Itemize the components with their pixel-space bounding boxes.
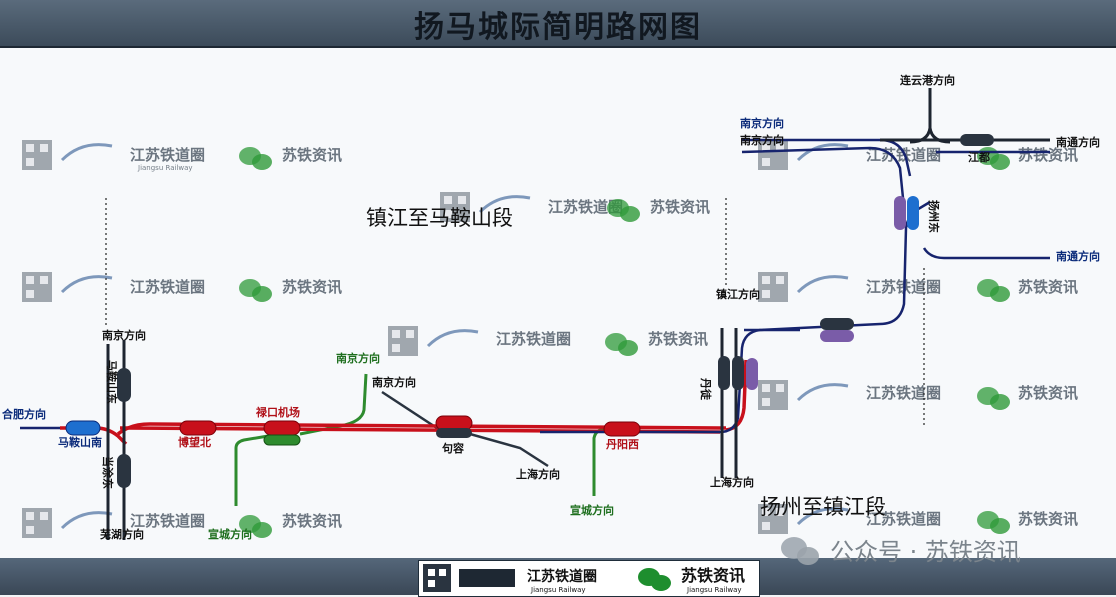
station-yangzhou-east-marker-1 xyxy=(894,196,906,230)
station-bowang-north: 博望北 xyxy=(178,435,211,449)
watermark-wechat-text: 苏铁资讯 xyxy=(282,512,342,530)
watermark-jsrn-text: 江苏铁道圈 xyxy=(866,510,941,528)
page-title: 扬马城际简明路网图 xyxy=(414,10,702,45)
station-bowang-north-marker xyxy=(179,420,217,436)
watermark-wechat-text: 苏铁资讯 xyxy=(1018,384,1078,402)
station-zhenjiang-mid-purple xyxy=(820,330,854,342)
station-yangzhou-east: 扬州东 xyxy=(927,200,941,233)
footer-logo-strip: 江苏铁道圈 Jiangsu Railway 苏铁资讯 Jiangsu Railw… xyxy=(418,560,760,597)
route-map: 江苏铁道圈 Jiangsu Railway 苏铁资讯 江苏铁道圈 苏铁资讯 江苏… xyxy=(0,48,1116,558)
station-lukou-airport: 禄口机场 xyxy=(255,405,300,419)
watermark-jsrn-text: 江苏铁道圈 xyxy=(496,330,571,348)
station-lukou-airport-marker xyxy=(263,420,301,436)
station-dantu-marker-3 xyxy=(746,358,758,390)
station-maanshan-south: 马鞍山南 xyxy=(58,435,102,449)
watermark-wechat-text: 苏铁资讯 xyxy=(648,330,708,348)
direction-xuancheng-1: 宣城方向 xyxy=(208,527,252,541)
station-jiangdu: 江都 xyxy=(968,150,990,164)
station-jiangdu-marker xyxy=(960,134,994,146)
direction-nanjing-ma: 南京方向 xyxy=(102,328,146,342)
footer-jsrn-mark-icon xyxy=(459,569,515,587)
direction-nanjing-top1: 南京方向 xyxy=(740,116,784,130)
direction-nantong-mid: 南通方向 xyxy=(1056,249,1100,263)
station-jurong-marker xyxy=(435,415,473,431)
watermark-wechat-text: 苏铁资讯 xyxy=(1018,510,1078,528)
station-lukou-airport-green-marker xyxy=(263,434,301,446)
watermark-wechat-text: 苏铁资讯 xyxy=(650,198,710,216)
footer-jsrn-sub: Jiangsu Railway xyxy=(530,586,586,594)
station-maanshan-east-marker xyxy=(117,368,131,402)
direction-lianyungang: 连云港方向 xyxy=(900,73,955,87)
station-dangtu-east: 当涂东 xyxy=(101,456,115,489)
station-jurong-dark-marker xyxy=(436,428,472,438)
station-shapes xyxy=(65,134,994,488)
direction-hefei: 合肥方向 xyxy=(2,407,46,421)
footer-wechat-sub: Jiangsu Railway xyxy=(686,586,742,594)
station-dantu-marker-1 xyxy=(718,356,730,390)
section-label-yangzhou-zhenjiang: 扬州至镇江段 xyxy=(760,495,886,519)
watermark-jsrn-text: 江苏铁道圈 xyxy=(548,198,623,216)
station-dangtu-east-marker xyxy=(117,454,131,488)
official-account-overlay: 公众号 · 苏铁资讯 xyxy=(781,537,1021,566)
watermark-wechat-text: 苏铁资讯 xyxy=(282,146,342,164)
footer-qr-icon xyxy=(423,564,451,592)
direction-nanjing-lukou: 南京方向 xyxy=(336,351,380,365)
direction-shanghai-dantu: 上海方向 xyxy=(710,475,754,489)
direction-wuhu: 芜湖方向 xyxy=(100,527,144,541)
station-yangzhou-east-marker-2 xyxy=(907,196,919,230)
station-dantu: 丹徒 xyxy=(699,378,713,401)
direction-nanjing-top2: 南京方向 xyxy=(740,133,784,147)
guide-lines xyxy=(105,198,925,428)
watermark-jsrn-text: 江苏铁道圈 xyxy=(130,512,205,530)
watermark-jsrn-sub: Jiangsu Railway xyxy=(137,164,193,172)
watermark-wechat-text: 苏铁资讯 xyxy=(1018,146,1078,164)
footer-wechat-brand: 苏铁资讯 xyxy=(681,566,745,585)
direction-nanjing-jurong: 南京方向 xyxy=(372,375,416,389)
station-jurong: 句容 xyxy=(442,441,464,455)
station-danyang-west-marker xyxy=(603,421,641,437)
section-label-zhenjiang-maanshan: 镇江至马鞍山段 xyxy=(366,206,513,230)
direction-nantong-top: 南通方向 xyxy=(1056,135,1100,149)
footer-jsrn-brand: 江苏铁道圈 xyxy=(527,568,597,585)
official-account-text: 公众号 · 苏铁资讯 xyxy=(830,538,1021,566)
station-maanshan-south-marker xyxy=(65,420,101,436)
station-maanshan-east: 马鞍山东 xyxy=(105,360,119,404)
watermark-wechat-text: 苏铁资讯 xyxy=(1018,278,1078,296)
watermark-jsrn-text: 江苏铁道圈 xyxy=(866,384,941,402)
direction-shanghai-jurong: 上海方向 xyxy=(516,467,560,481)
station-danyang-west: 丹阳西 xyxy=(606,437,639,451)
watermark-jsrn-text: 江苏铁道圈 xyxy=(130,146,205,164)
watermark-wechat-text: 苏铁资讯 xyxy=(282,278,342,296)
station-dantu-marker-2 xyxy=(732,356,744,390)
station-zhenjiang-mid-marker xyxy=(820,318,854,330)
watermark-jsrn-text: 江苏铁道圈 xyxy=(130,278,205,296)
title-bar: 扬马城际简明路网图 xyxy=(0,0,1116,48)
direction-xuancheng-2: 宣城方向 xyxy=(570,503,614,517)
direction-zhenjiang: 镇江方向 xyxy=(716,287,760,301)
navy-lines xyxy=(20,138,1050,434)
